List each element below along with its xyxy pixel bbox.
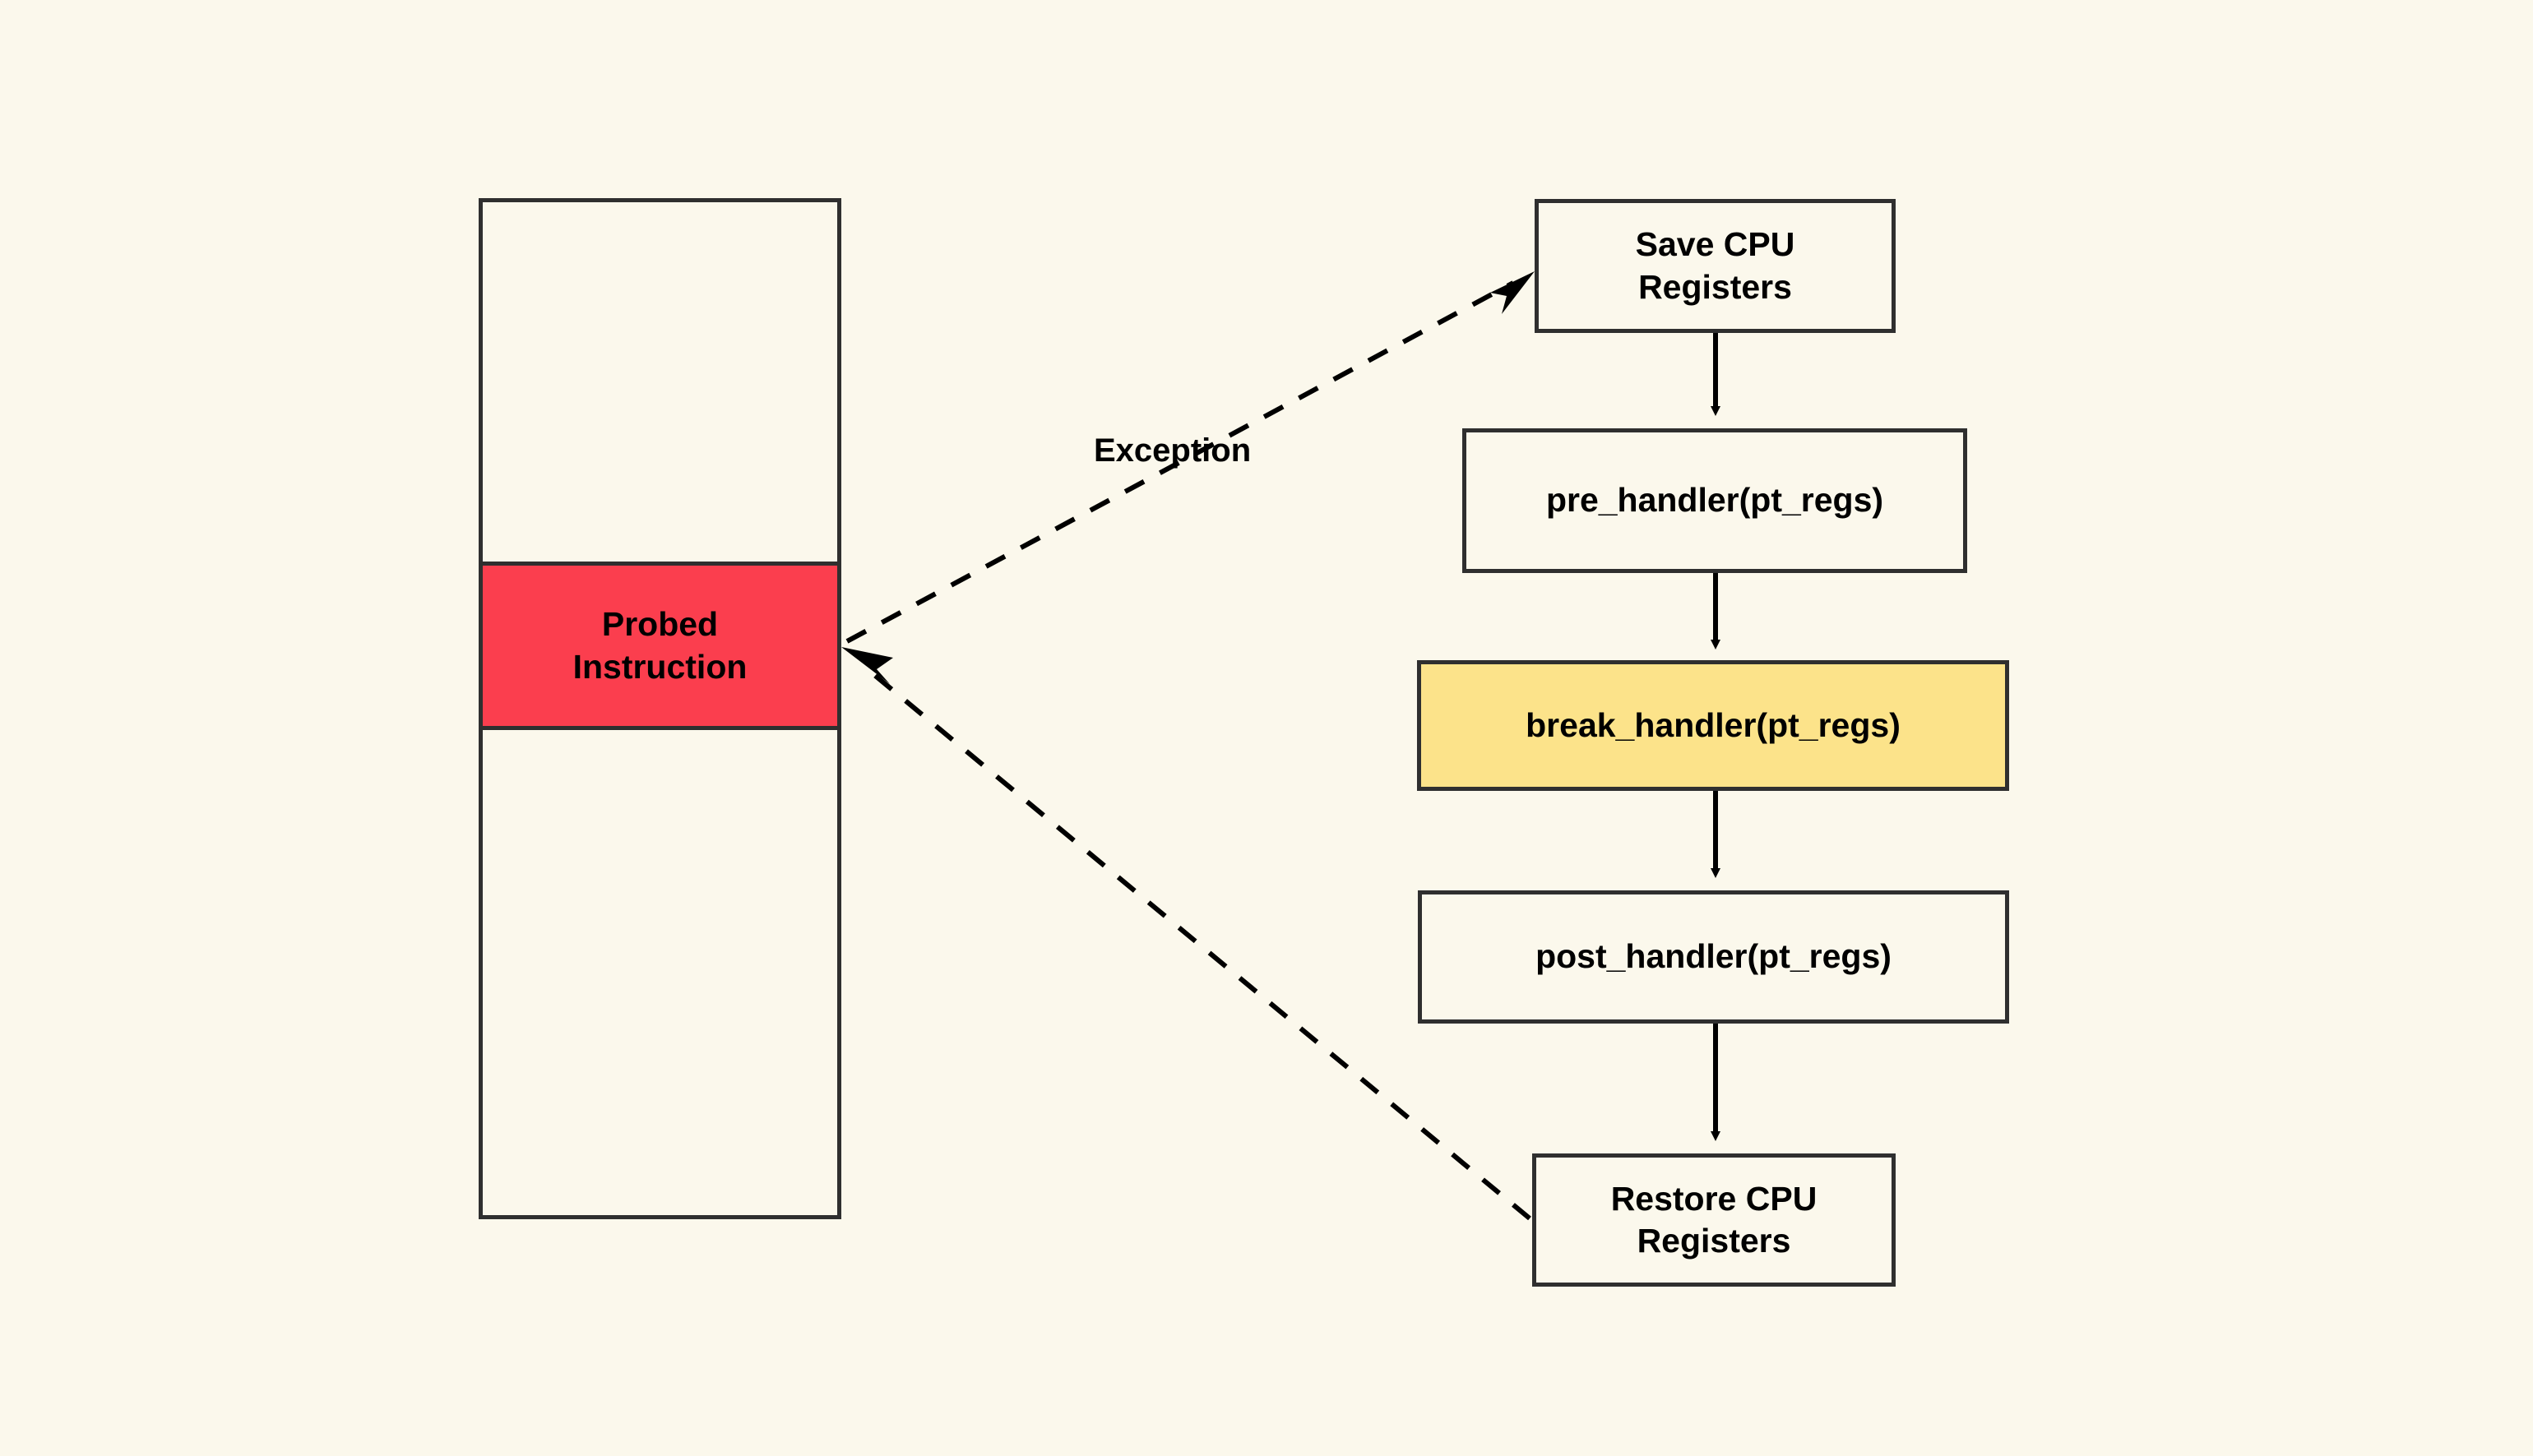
node-break-handler[interactable]: break_handler(pt_regs) [1417, 660, 2009, 791]
probed-instruction-block[interactable]: Probed Instruction [479, 562, 841, 730]
node-restore-cpu-registers[interactable]: Restore CPU Registers [1532, 1153, 1896, 1287]
exception-edge-label: Exception [1094, 432, 1252, 469]
node-pre-handler[interactable]: pre_handler(pt_regs) [1462, 428, 1967, 573]
node-save-cpu-registers[interactable]: Save CPU Registers [1535, 199, 1896, 333]
node-post-handler[interactable]: post_handler(pt_regs) [1418, 890, 2009, 1024]
